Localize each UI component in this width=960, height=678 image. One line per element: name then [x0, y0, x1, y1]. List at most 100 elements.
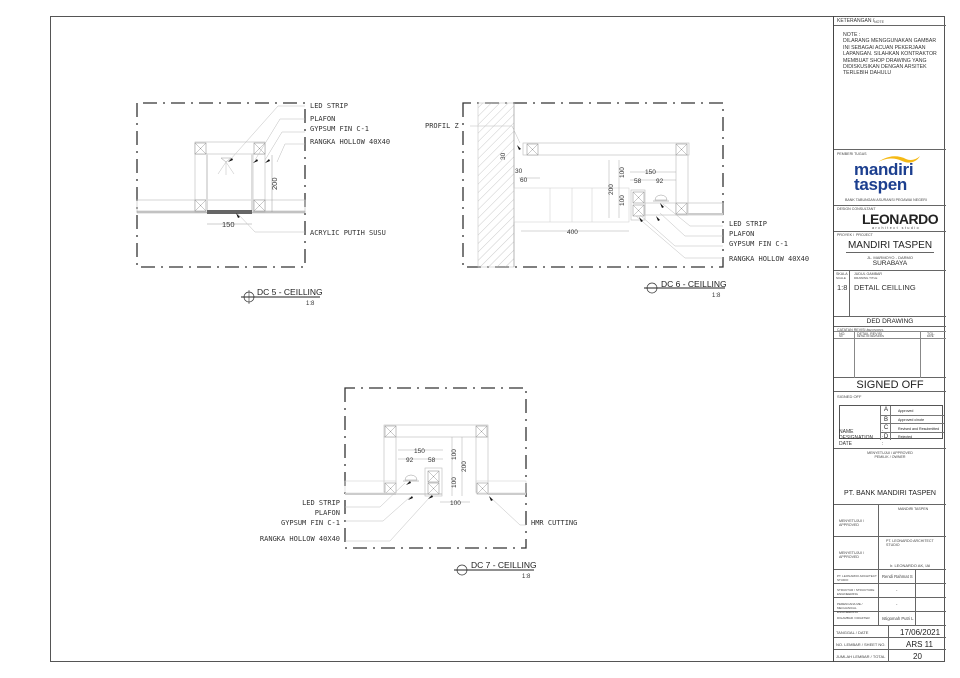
approval-box: A Approved B Approved c/note C Revised a… — [839, 405, 944, 441]
scale-title-section: SKALA SCALE 1:8 JUDUL GAMBAR DRAWING TIT… — [834, 271, 946, 317]
dc7-dim-100-horizontal: 100 — [450, 500, 461, 507]
client-section: PEMBERI TUGAS mandiri taspen BANK TABUNG… — [834, 150, 946, 206]
date-row: TANGGAL / DATE 17/06/2021 — [834, 626, 946, 638]
dc7-title-marker — [454, 564, 534, 576]
client-logo: mandiri taspen — [854, 160, 914, 194]
dc6-dim-92: 92 — [656, 178, 664, 185]
approved-party-1: MANDIRI TASPEN — [898, 507, 929, 511]
approved-person-2: Ir. LEONARDO AK, IAI — [890, 563, 931, 568]
catatan-sub: REVISIONS — [867, 327, 884, 332]
staff-name: - — [896, 588, 898, 593]
approval-code-d[interactable]: D Rejected — [880, 431, 944, 441]
dc5-label-led-strip: LED STRIP — [310, 102, 348, 110]
dc7-label-gypsum: GYPSUM FIN C-1 — [281, 519, 340, 527]
owner-name: PT. BANK MANDIRI TASPEN — [844, 490, 936, 497]
consultant-sub: architect studio — [872, 226, 921, 230]
approved-party-2: PT. LEONARDO ARCHITECT STUDIO — [886, 539, 934, 547]
project-name: MANDIRI TASPEN — [847, 240, 933, 251]
dc6-label-profil-z: PROFIL Z — [425, 122, 459, 130]
dc6-dim-60: 60 — [520, 177, 528, 184]
dc6-dim-100-top: 100 — [619, 167, 626, 178]
approval-code-a[interactable]: A Approved — [883, 407, 914, 413]
project-city: SURABAYA — [872, 260, 908, 267]
approval-mandiri-section: MENYETUJUI / APPROVED MANDIRI TASPEN — [834, 505, 946, 537]
proyek-sub: PROJECT — [856, 233, 873, 237]
dc7-dim-150: 150 — [414, 448, 425, 455]
staff-name: Rendi Rahmat S — [882, 574, 913, 579]
phase-label: DED DRAWING — [866, 318, 914, 325]
rev-col-no: NO. — [839, 332, 846, 336]
designation-label: DESIGNATION — [839, 435, 874, 441]
pemilik-owner: PEMILIK / OWNER — [874, 455, 906, 459]
phase-section: DED DRAWING — [834, 317, 946, 327]
menyetujui-owner: MENYETUJUI / APPROVED — [867, 451, 913, 455]
dc7-label-hmr-cutting: HMR CUTTING — [531, 519, 577, 527]
staff-name: - — [896, 602, 898, 607]
drawing-frame — [50, 16, 945, 662]
dc6-dim-400: 400 — [567, 229, 578, 236]
staff-row: PT. LEONARDO ARCHITECT STUDIO Rendi Rahm… — [834, 570, 946, 584]
project-section: PROYEK / PROJECT MANDIRI TASPEN JL. MARM… — [834, 232, 946, 271]
dc6-dim-100-bottom: 100 — [619, 195, 626, 206]
dc6-label-gypsum: GYPSUM FIN C-1 — [729, 240, 788, 248]
dc6-title-marker — [644, 282, 725, 294]
dc6-label-led-strip: LED STRIP — [729, 220, 767, 228]
dc5-label-gypsum: GYPSUM FIN C-1 — [310, 125, 369, 133]
approval-leonardo-section: MENYETUJUI / APPROVED PT. LEONARDO ARCHI… — [834, 537, 946, 570]
dc7-scale: 1:8 — [522, 574, 531, 580]
sheet-no: ARS 11 — [906, 640, 933, 649]
pemberi-tugas-label: PEMBERI TUGAS — [837, 152, 867, 156]
keterangan-label: KETERANGAN / — [837, 18, 875, 24]
dc5-label-rangka: RANGKA HOLLOW 40X40 — [310, 138, 390, 146]
staff-row: STRUKTUR / STRUCTURE ENGINEERING - — [834, 584, 946, 598]
dc6-label-rangka: RANGKA HOLLOW 40X40 — [729, 255, 809, 263]
approval-code-c[interactable]: C Revised and Resubmitted — [880, 423, 944, 432]
consultant-section: DESIGN CONSULTANT LEONARDO architect stu… — [834, 206, 946, 232]
title-block: KETERANGAN / NOTE NOTE : DILARANG MENGGU… — [833, 16, 946, 662]
sheet-no-row: NO. LEMBAR / SHEET NO. ARS 11 — [834, 638, 946, 650]
staff-row: PERENCANA ME / MECHANICAL ENGINEERING - — [834, 598, 946, 614]
name-label: NAME — [839, 429, 854, 435]
dc5-title-marker — [241, 290, 320, 304]
dc5-scale: 1:8 — [306, 301, 315, 307]
approval-code-b[interactable]: B Approved c/note — [880, 414, 944, 424]
mandiri-swoosh-logo-icon — [878, 156, 920, 163]
dc5-dim-200: 200 — [270, 177, 279, 190]
skala-label: SKALA — [836, 272, 848, 276]
no-lembar-label: NO. LEMBAR / SHEET NO. — [836, 642, 886, 647]
rev-col-detail: DETAIL REVISI — [857, 332, 882, 336]
staff-row: DIGAMBAR / DRAFTER Istigomah Putri L — [834, 612, 946, 626]
consultant-logo: LEONARDO — [862, 211, 939, 227]
design-consultant-label: DESIGN CONSULTANT — [837, 207, 876, 211]
staff-name: Istigomah Putri L — [882, 616, 914, 621]
detail-dc7 — [344, 387, 527, 549]
jumlah-label: JUMLAH LEMBAR / TOTAL — [836, 654, 886, 659]
dc6-dim-58: 58 — [634, 178, 642, 185]
total-sheets: 20 — [913, 652, 922, 661]
signed-off-title-section: SIGNED OFF — [834, 378, 946, 392]
signed-off-label: SIGNED OFF — [837, 394, 862, 399]
revisions-section: CATATAN REVISI / REVISIONS NO. NO DETAIL… — [834, 327, 946, 378]
keterangan-sub: NOTE — [874, 20, 884, 24]
dc6-dim-30: 30 — [515, 168, 523, 175]
proyek-label: PROYEK / — [837, 233, 854, 237]
dc6-label-plafon: PLAFON — [729, 230, 754, 238]
drawing-title: DETAIL CEILLING — [854, 283, 916, 292]
catatan-label: CATATAN REVISI / — [837, 327, 868, 332]
dc7-label-rangka: RANGKA HOLLOW 40X40 — [260, 535, 340, 543]
dc6-dim-30-vertical: 30 — [500, 152, 507, 160]
dc5-label-acrylic: ACRYLIC PUTIH SUSU — [310, 229, 386, 237]
approved-label-2: MENYETUJUI / APPROVED — [839, 551, 864, 559]
scale-value: 1:8 — [837, 283, 848, 292]
dc5-title: DC 5 - CEILLING — [257, 287, 323, 297]
detail-dc5 — [136, 102, 306, 268]
signed-off-title: SIGNED OFF — [856, 379, 924, 391]
dc7-label-plafon: PLAFON — [315, 509, 340, 517]
date-label: DATE — [839, 441, 852, 447]
notes-text: NOTE : DILARANG MENGGUNAKAN GAMBAR INI S… — [843, 32, 937, 77]
dc6-dim-150: 150 — [645, 169, 656, 176]
owner-section: MENYETUJUI / APPROVED PEMILIK / OWNER PT… — [834, 449, 946, 505]
project-address: JL. MARMOYO - DARMO — [866, 255, 913, 260]
judul-sub: DRAWING TITLE — [854, 276, 878, 280]
